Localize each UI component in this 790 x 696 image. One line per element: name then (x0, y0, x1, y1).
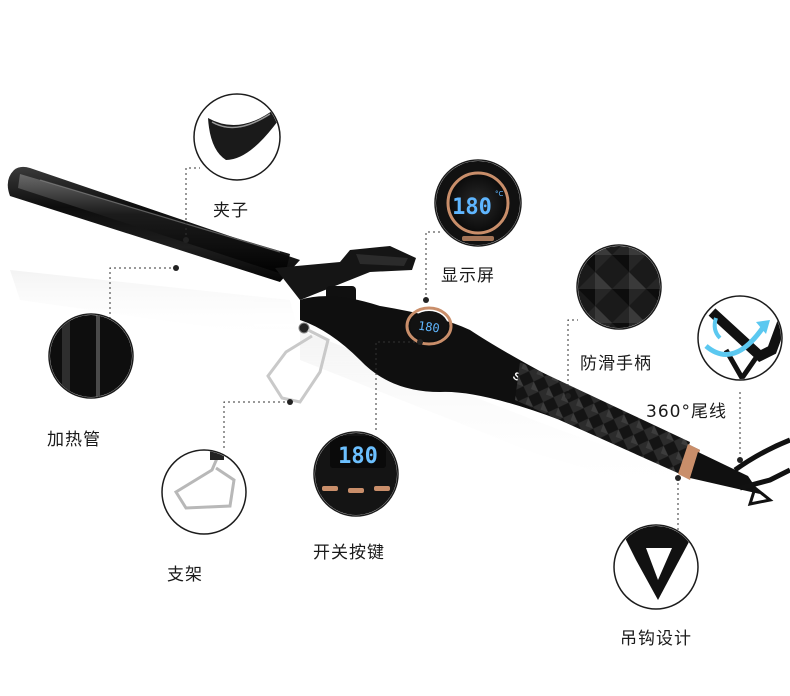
clip-detail-circle (193, 93, 281, 181)
display-unit: °C (495, 190, 504, 198)
rotate-arrow-icon (704, 324, 767, 357)
anti-slip-grip (515, 362, 690, 474)
buttons-detail-circle: 180 (313, 431, 399, 517)
stand-detail-circle (161, 449, 247, 535)
buttons-lcd-temperature: 180 (338, 444, 378, 469)
power-cord (733, 437, 790, 473)
display-bezel (405, 306, 453, 346)
heating-tube-detail-circle (48, 313, 134, 399)
display-temperature: 180 (452, 195, 492, 220)
callout-lines (109, 167, 743, 530)
tail-end (690, 452, 760, 494)
label-anti-slip-handle: 防滑手柄 (580, 354, 652, 374)
swivel-detail-circle (697, 295, 783, 381)
label-stand: 支架 (167, 565, 203, 585)
label-heating-tube: 加热管 (47, 430, 101, 450)
label-display: 显示屏 (441, 266, 495, 286)
grip-detail-circle (576, 244, 662, 330)
rose-gold-ring (678, 444, 700, 480)
clip-plate (18, 174, 290, 275)
hook-detail-circle (613, 524, 699, 610)
label-clip: 夹子 (213, 201, 249, 221)
display-detail-circle: 180 °C (434, 159, 522, 247)
label-hook-design: 吊钩设计 (620, 629, 692, 649)
svg-text:180: 180 (417, 319, 440, 336)
label-power-buttons: 开关按键 (313, 543, 385, 563)
hang-hook (747, 485, 774, 506)
label-swivel-cord: 360°尾线 (646, 402, 727, 422)
